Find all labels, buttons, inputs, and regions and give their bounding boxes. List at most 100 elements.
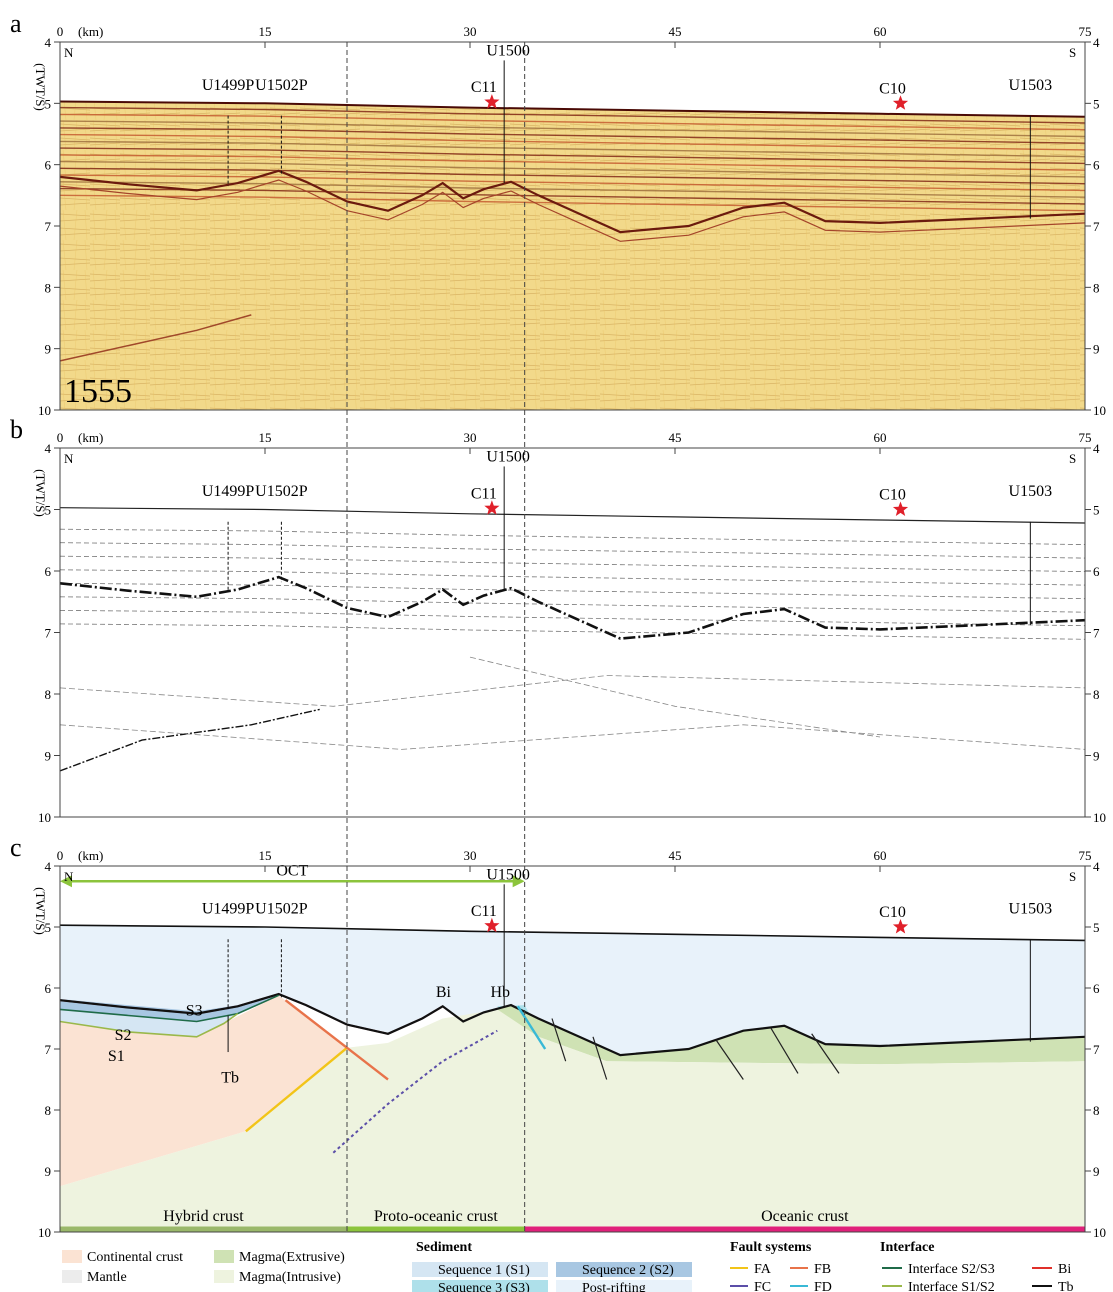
site-star <box>484 917 500 933</box>
y-tick-label: 8 <box>45 280 52 295</box>
well-label: U1503 <box>1009 483 1053 500</box>
y-tick-label-right: 4 <box>1093 441 1100 456</box>
oct-arrow-head <box>60 875 72 888</box>
normal-fault <box>592 1036 608 1080</box>
reflector <box>59 106 1086 124</box>
reflector <box>59 147 1086 165</box>
tb-interface <box>59 992 1086 1057</box>
x-tick-label: 45 <box>669 430 682 445</box>
deep-trace <box>59 675 1086 707</box>
reflector-trace <box>59 596 1086 613</box>
legend-swatch <box>556 1280 692 1292</box>
x-tick-label: 75 <box>1079 430 1092 445</box>
y-tick-label: 9 <box>45 342 52 357</box>
unit-label-s1: S1 <box>108 1048 125 1065</box>
north-label: N <box>64 45 74 60</box>
crust-label: Oceanic crust <box>761 1208 849 1225</box>
x-tick-label: 30 <box>464 848 477 863</box>
oct-label: OCT <box>276 862 308 879</box>
sequence-2 <box>60 994 279 1022</box>
x-tick-label: 0 <box>57 24 64 39</box>
x-unit: (km) <box>78 848 103 863</box>
y-tick-label: 7 <box>45 626 52 641</box>
y-tick-label: 4 <box>45 859 52 874</box>
deep-reflector <box>59 314 252 362</box>
well-label: U1503 <box>1009 77 1053 94</box>
legend-title: Fault systems <box>730 1240 812 1255</box>
y-tick-label: 10 <box>38 810 51 825</box>
legend-sediment: Sequence 1 (S1) <box>438 1263 530 1278</box>
reflector <box>59 140 1086 158</box>
oct-arrow-head <box>512 875 525 888</box>
x-tick-label: 60 <box>874 430 887 445</box>
well-label: U1502P <box>255 901 308 918</box>
s2-s3-interface <box>59 994 280 1023</box>
legend-swatch <box>556 1262 692 1277</box>
y-tick-label-right: 7 <box>1093 626 1100 641</box>
x-tick-label: 75 <box>1079 848 1092 863</box>
basement-reflector <box>59 169 1086 234</box>
south-label: S <box>1069 45 1076 60</box>
y-tick-label-right: 10 <box>1093 1225 1106 1240</box>
legend-swatch <box>62 1250 82 1263</box>
well-label: U1499P <box>202 901 255 918</box>
legend-interface: Interface S1/S2 <box>908 1280 995 1292</box>
deep-trace <box>59 724 1086 750</box>
reflector <box>59 113 1086 131</box>
legend-rock: Magma(Extrusive) <box>239 1250 345 1265</box>
x-tick-label: 75 <box>1079 24 1092 39</box>
x-unit: (km) <box>78 24 103 39</box>
normal-fault <box>715 1039 744 1080</box>
legend-sediment: Sequence 3 (S3) <box>438 1281 530 1292</box>
legend-sediment: Post-rifting <box>582 1281 646 1292</box>
well-label: U1502P <box>255 77 308 94</box>
legend-interface: Tb <box>1058 1280 1074 1292</box>
x-tick-label: 15 <box>259 430 272 445</box>
reflector-trace <box>59 528 1086 545</box>
post-rifting-sediment <box>60 925 1085 1056</box>
y-tick-label: 7 <box>45 1042 52 1057</box>
fault-fa <box>245 1046 348 1133</box>
y-tick-label-right: 8 <box>1093 280 1100 295</box>
x-unit: (km) <box>78 430 103 445</box>
y-unit: (TWT/S) <box>33 63 48 111</box>
site-star <box>484 94 500 109</box>
seafloor <box>59 507 1086 524</box>
normal-fault <box>551 1018 567 1062</box>
site-label: C11 <box>471 485 497 502</box>
y-tick-label: 8 <box>45 1103 52 1118</box>
y-tick-label-right: 7 <box>1093 219 1100 234</box>
extrusive-magma <box>463 1005 1085 1065</box>
deep-trace <box>469 656 881 738</box>
site-star <box>892 95 909 110</box>
reflector-trace <box>59 623 1086 640</box>
unit-label-s2: S2 <box>115 1027 132 1044</box>
legend-swatch <box>62 1270 82 1283</box>
site-star <box>484 500 500 515</box>
reflector-trace <box>59 582 1086 600</box>
x-tick-label: 0 <box>57 848 64 863</box>
reflector-trace <box>59 555 1086 572</box>
well-label: U1500 <box>486 449 530 466</box>
legend-swatch <box>214 1270 234 1283</box>
y-tick-label-right: 8 <box>1093 687 1100 702</box>
north-label: N <box>64 869 74 884</box>
y-tick-label-right: 6 <box>1093 564 1100 579</box>
normal-fault <box>811 1033 840 1074</box>
x-tick-label: 60 <box>874 24 887 39</box>
south-label: S <box>1069 869 1076 884</box>
reflector-trace <box>59 569 1086 586</box>
y-tick-label: 4 <box>45 441 52 456</box>
legend-interface: Bi <box>1058 1262 1071 1277</box>
y-tick-label-right: 9 <box>1093 749 1100 764</box>
fault-fc <box>332 1029 498 1154</box>
sequence-1 <box>60 1009 238 1037</box>
well-label: U1503 <box>1009 901 1053 918</box>
unit-label-tb: Tb <box>221 1070 239 1087</box>
y-tick-label-right: 6 <box>1093 981 1100 996</box>
crust-label: Proto-oceanic crust <box>374 1208 499 1225</box>
crust-label: Hybrid crust <box>163 1208 244 1225</box>
x-tick-label: 45 <box>669 24 682 39</box>
